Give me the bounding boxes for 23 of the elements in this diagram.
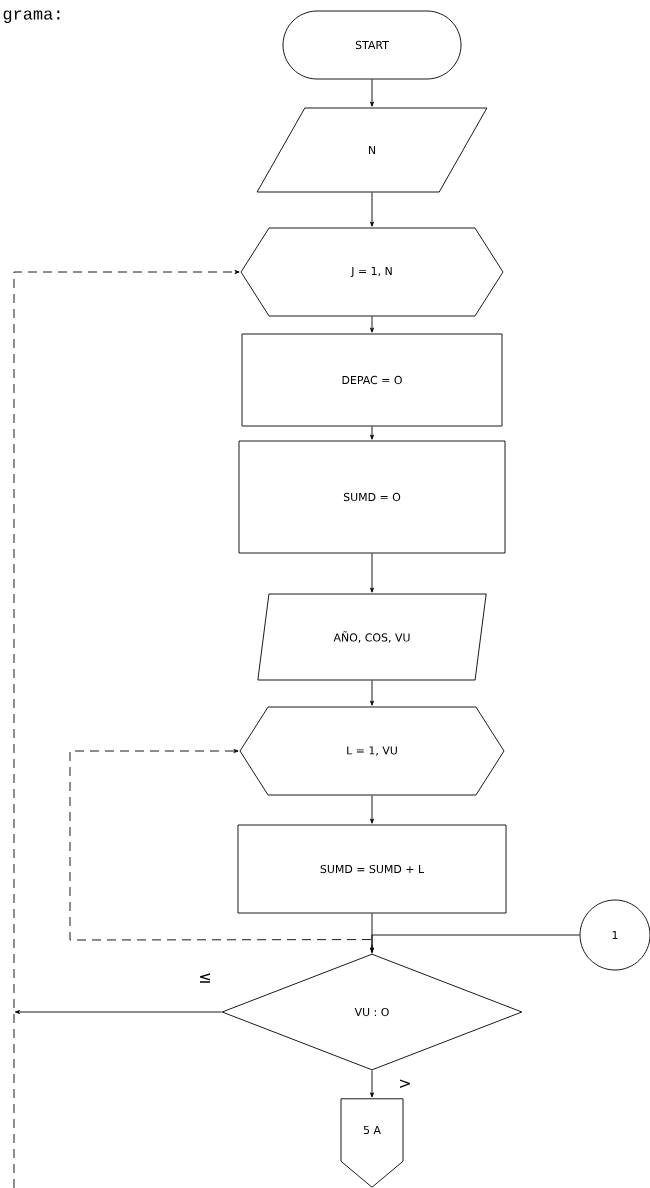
arrow: [69, 749, 373, 954]
process-box: SUMD = O: [238, 440, 506, 554]
arrow: [14, 1010, 222, 1014]
arrow: [370, 1070, 374, 1098]
input-parallelogram: AÑO, COS, VU: [257, 593, 487, 681]
heading-text: grama:: [3, 10, 60, 24]
arrow: [13, 270, 240, 1188]
arrow: [370, 426, 374, 440]
loop-hexagon: L = 1, VU: [239, 706, 505, 796]
arrow: [370, 316, 374, 333]
edge-label: >: [397, 1078, 413, 1090]
process-box: DEPAC = O: [241, 333, 503, 427]
edge-label: ≤: [197, 972, 213, 984]
arrow: [370, 553, 374, 593]
arrow: [370, 795, 374, 824]
process-box: SUMD = SUMD + L: [237, 824, 507, 914]
arrow: [370, 934, 580, 953]
arrow: [370, 79, 374, 107]
off-page-connector: 5 A: [340, 1098, 404, 1188]
input-parallelogram: N: [256, 107, 488, 193]
loop-hexagon: J = 1, N: [240, 227, 504, 317]
arrow: [370, 192, 374, 227]
arrow: [370, 680, 374, 706]
